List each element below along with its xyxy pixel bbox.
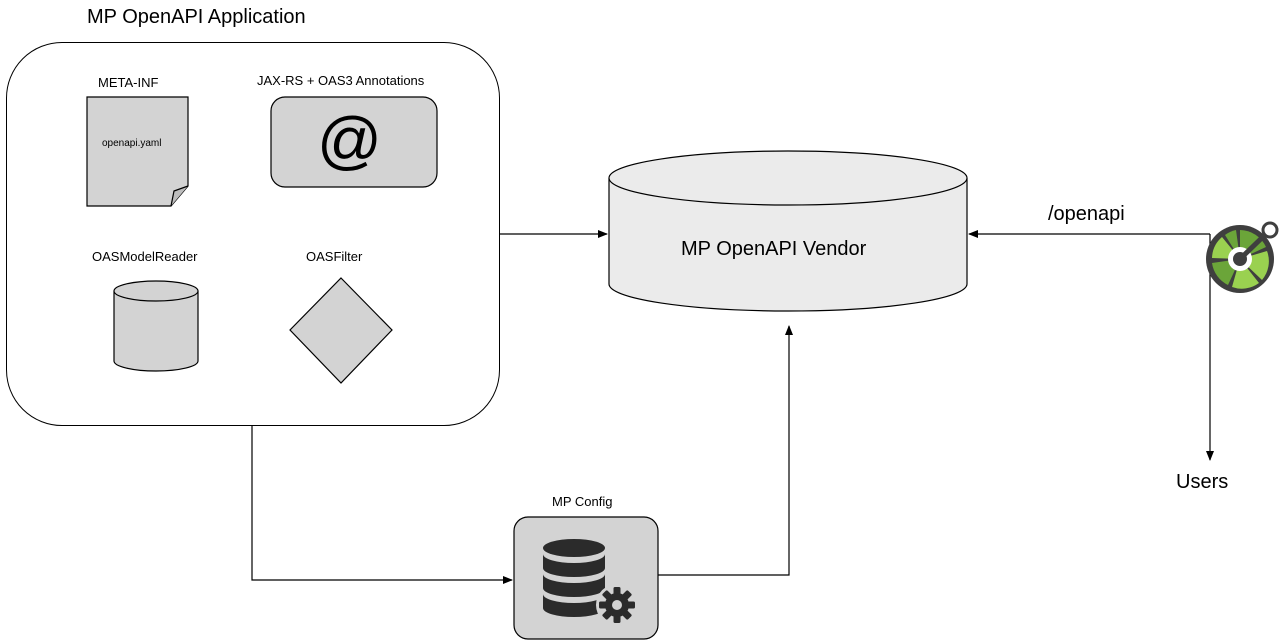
endpoint-label: /openapi — [1048, 203, 1125, 225]
openapi-logo-icon — [1206, 221, 1279, 293]
diamond-icon — [289, 277, 393, 384]
annotations-label: JAX-RS + OAS3 Annotations — [257, 73, 425, 88]
annotations-box — [270, 96, 438, 188]
meta-inf-label: META-INF — [98, 75, 159, 90]
users-label: Users — [1176, 471, 1229, 493]
app-container — [6, 42, 500, 426]
config-box — [513, 516, 659, 640]
config-label: MP Config — [552, 494, 613, 509]
openapi-yaml-label: openapi.yaml — [102, 138, 162, 149]
model-reader-label: OASModelReader — [92, 249, 198, 264]
arrow-app-to-config — [251, 426, 513, 584]
database-gear-icon — [543, 539, 638, 626]
at-sign-icon: @ — [317, 104, 382, 176]
arrow-config-to-vendor — [658, 325, 793, 576]
vendor-cylinder — [608, 150, 968, 312]
filter-label: OASFilter — [306, 249, 363, 264]
cylinder-icon — [113, 280, 199, 372]
app-title: MP OpenAPI Application — [87, 6, 306, 28]
vendor-label: MP OpenAPI Vendor — [681, 238, 867, 260]
document-icon — [86, 96, 189, 207]
